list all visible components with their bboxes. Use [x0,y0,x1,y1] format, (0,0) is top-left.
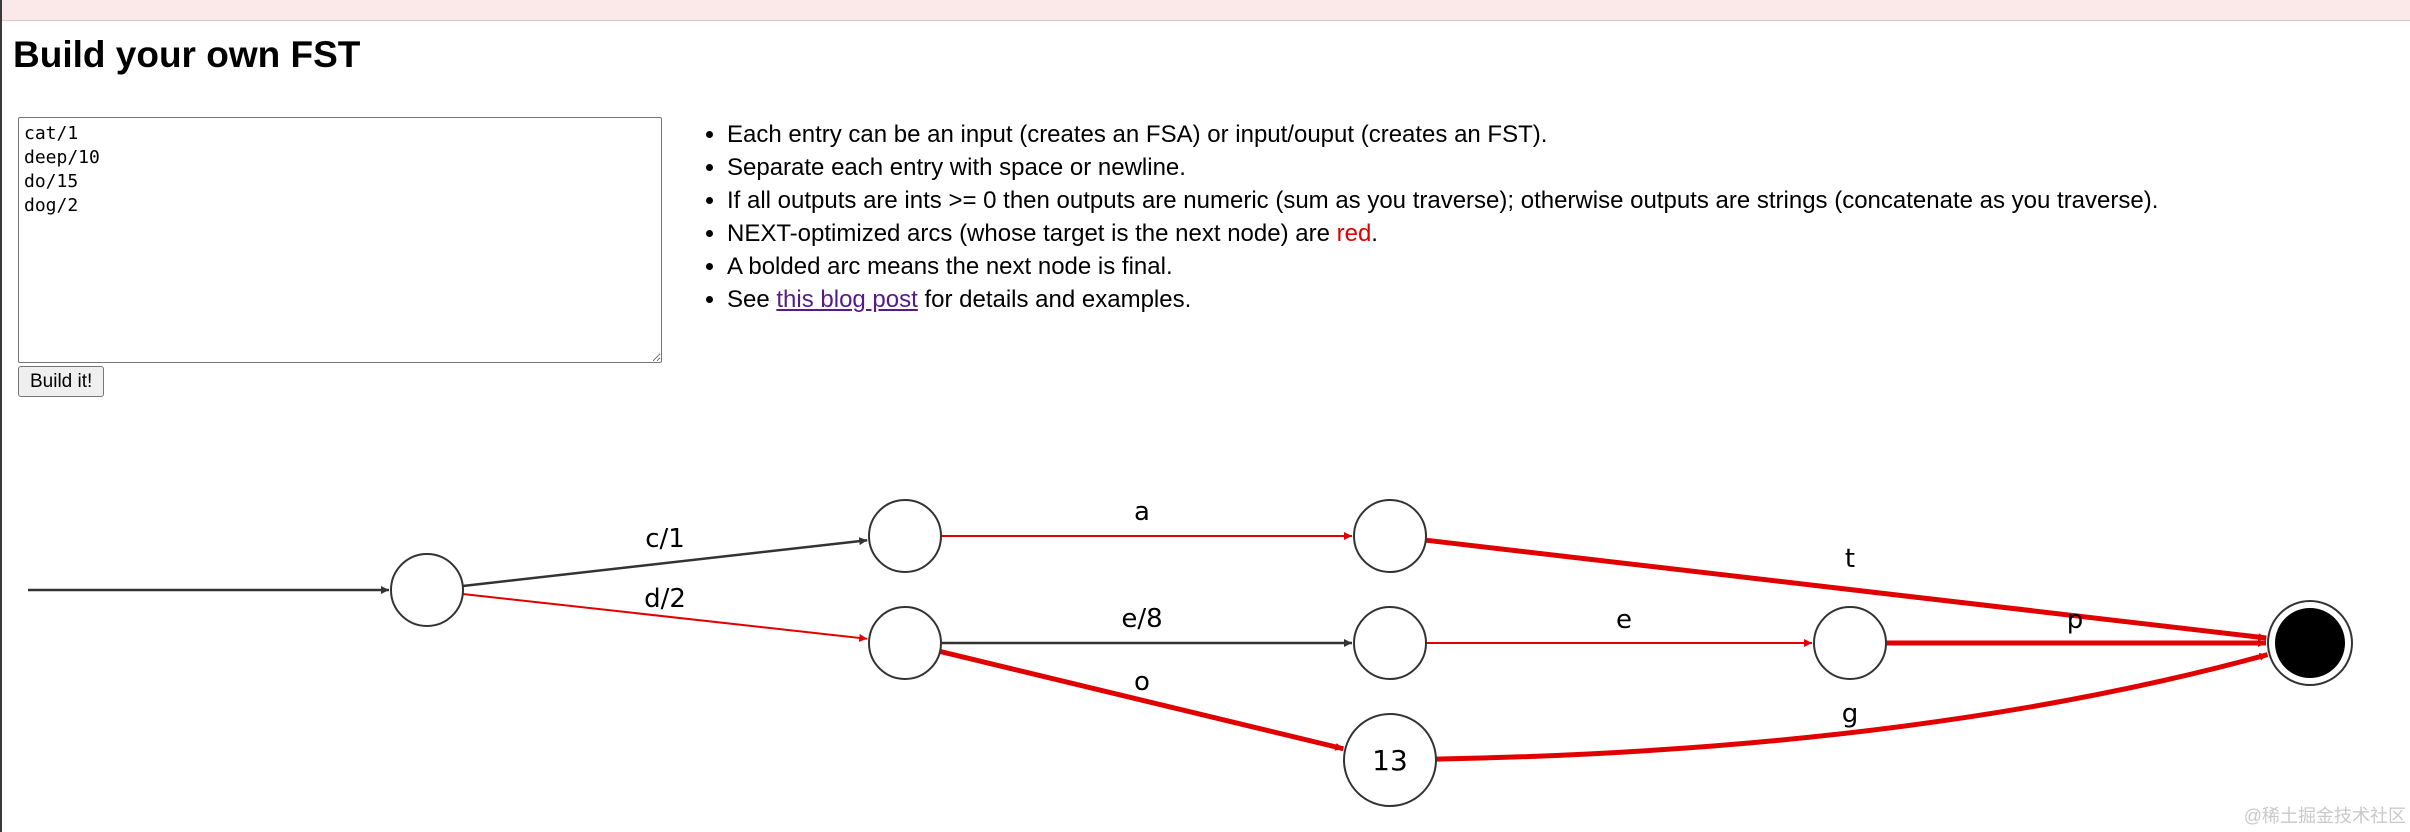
build-button[interactable]: Build it! [18,366,105,397]
state-node-n1 [868,499,942,573]
fst-graph: c/1 d/2 a t e/8 o e p g 13 [28,497,2353,807]
next-arcs-text: NEXT-optimized arcs (whose target is the… [727,220,1337,247]
arc-n0-n1 [462,537,868,588]
instruction-item: Separate each entry with space or newlin… [727,151,2158,184]
watermark: @稀土掘金技术社区 [2243,806,2406,826]
blog-post-link[interactable]: this blog post [776,286,918,313]
left-edge-divider [0,0,2,832]
arcs-layer: c/1 d/2 a t e/8 o e p g [28,497,2269,762]
instruction-item-bold-arcs: A bolded arc means the next node is fina… [727,250,2158,283]
arc-label-n4-n6: e [1616,605,1632,635]
instruction-item: If all outputs are ints >= 0 then output… [727,184,2158,217]
arc-n2-n5 [939,649,1344,752]
arc-n3-final [1425,537,2267,642]
state-label: 13 [1372,744,1408,777]
arc-label-n0-n2: d/2 [644,584,686,614]
instruction-item-next-arcs: NEXT-optimized arcs (whose target is the… [727,217,2158,250]
see-text: See [727,286,777,313]
arc-label-n5-final: g [1842,699,1859,729]
arc-label-n2-n4: e/8 [1121,604,1162,634]
nodes-layer: 13 [390,499,2353,807]
arc-n0-n2 [462,592,868,642]
state-node-n6 [1813,606,1887,680]
instruction-item-blog: See this blog post for details and examp… [727,283,2158,316]
state-node-n2 [868,606,942,680]
next-arcs-period: . [1371,220,1378,247]
state-node-n0 [390,553,464,627]
arc-label-n0-n1: c/1 [645,524,685,554]
arc-label-n1-n3: a [1134,497,1150,527]
state-node-n5: 13 [1343,713,1437,807]
red-word: red [1336,220,1372,247]
instruction-item: Each entry can be an input (creates an F… [727,118,2158,151]
page-title: Build your own FST [13,34,361,75]
arc-label-n3-final: t [1845,544,1855,574]
state-node-n4 [1353,606,1427,680]
instructions-list: Each entry can be an input (creates an F… [702,118,2158,316]
browser-top-strip [0,0,2410,21]
arc-label-n6-final: p [2067,605,2084,635]
arc-n5-final [1435,652,2269,762]
final-state-node [2267,600,2353,686]
entries-textarea[interactable]: cat/1 deep/10 do/15 dog/2 [18,117,662,363]
see-suffix-text: for details and examples. [917,286,1192,313]
arc-label-n2-n5: o [1134,667,1150,697]
state-node-n3 [1353,499,1427,573]
